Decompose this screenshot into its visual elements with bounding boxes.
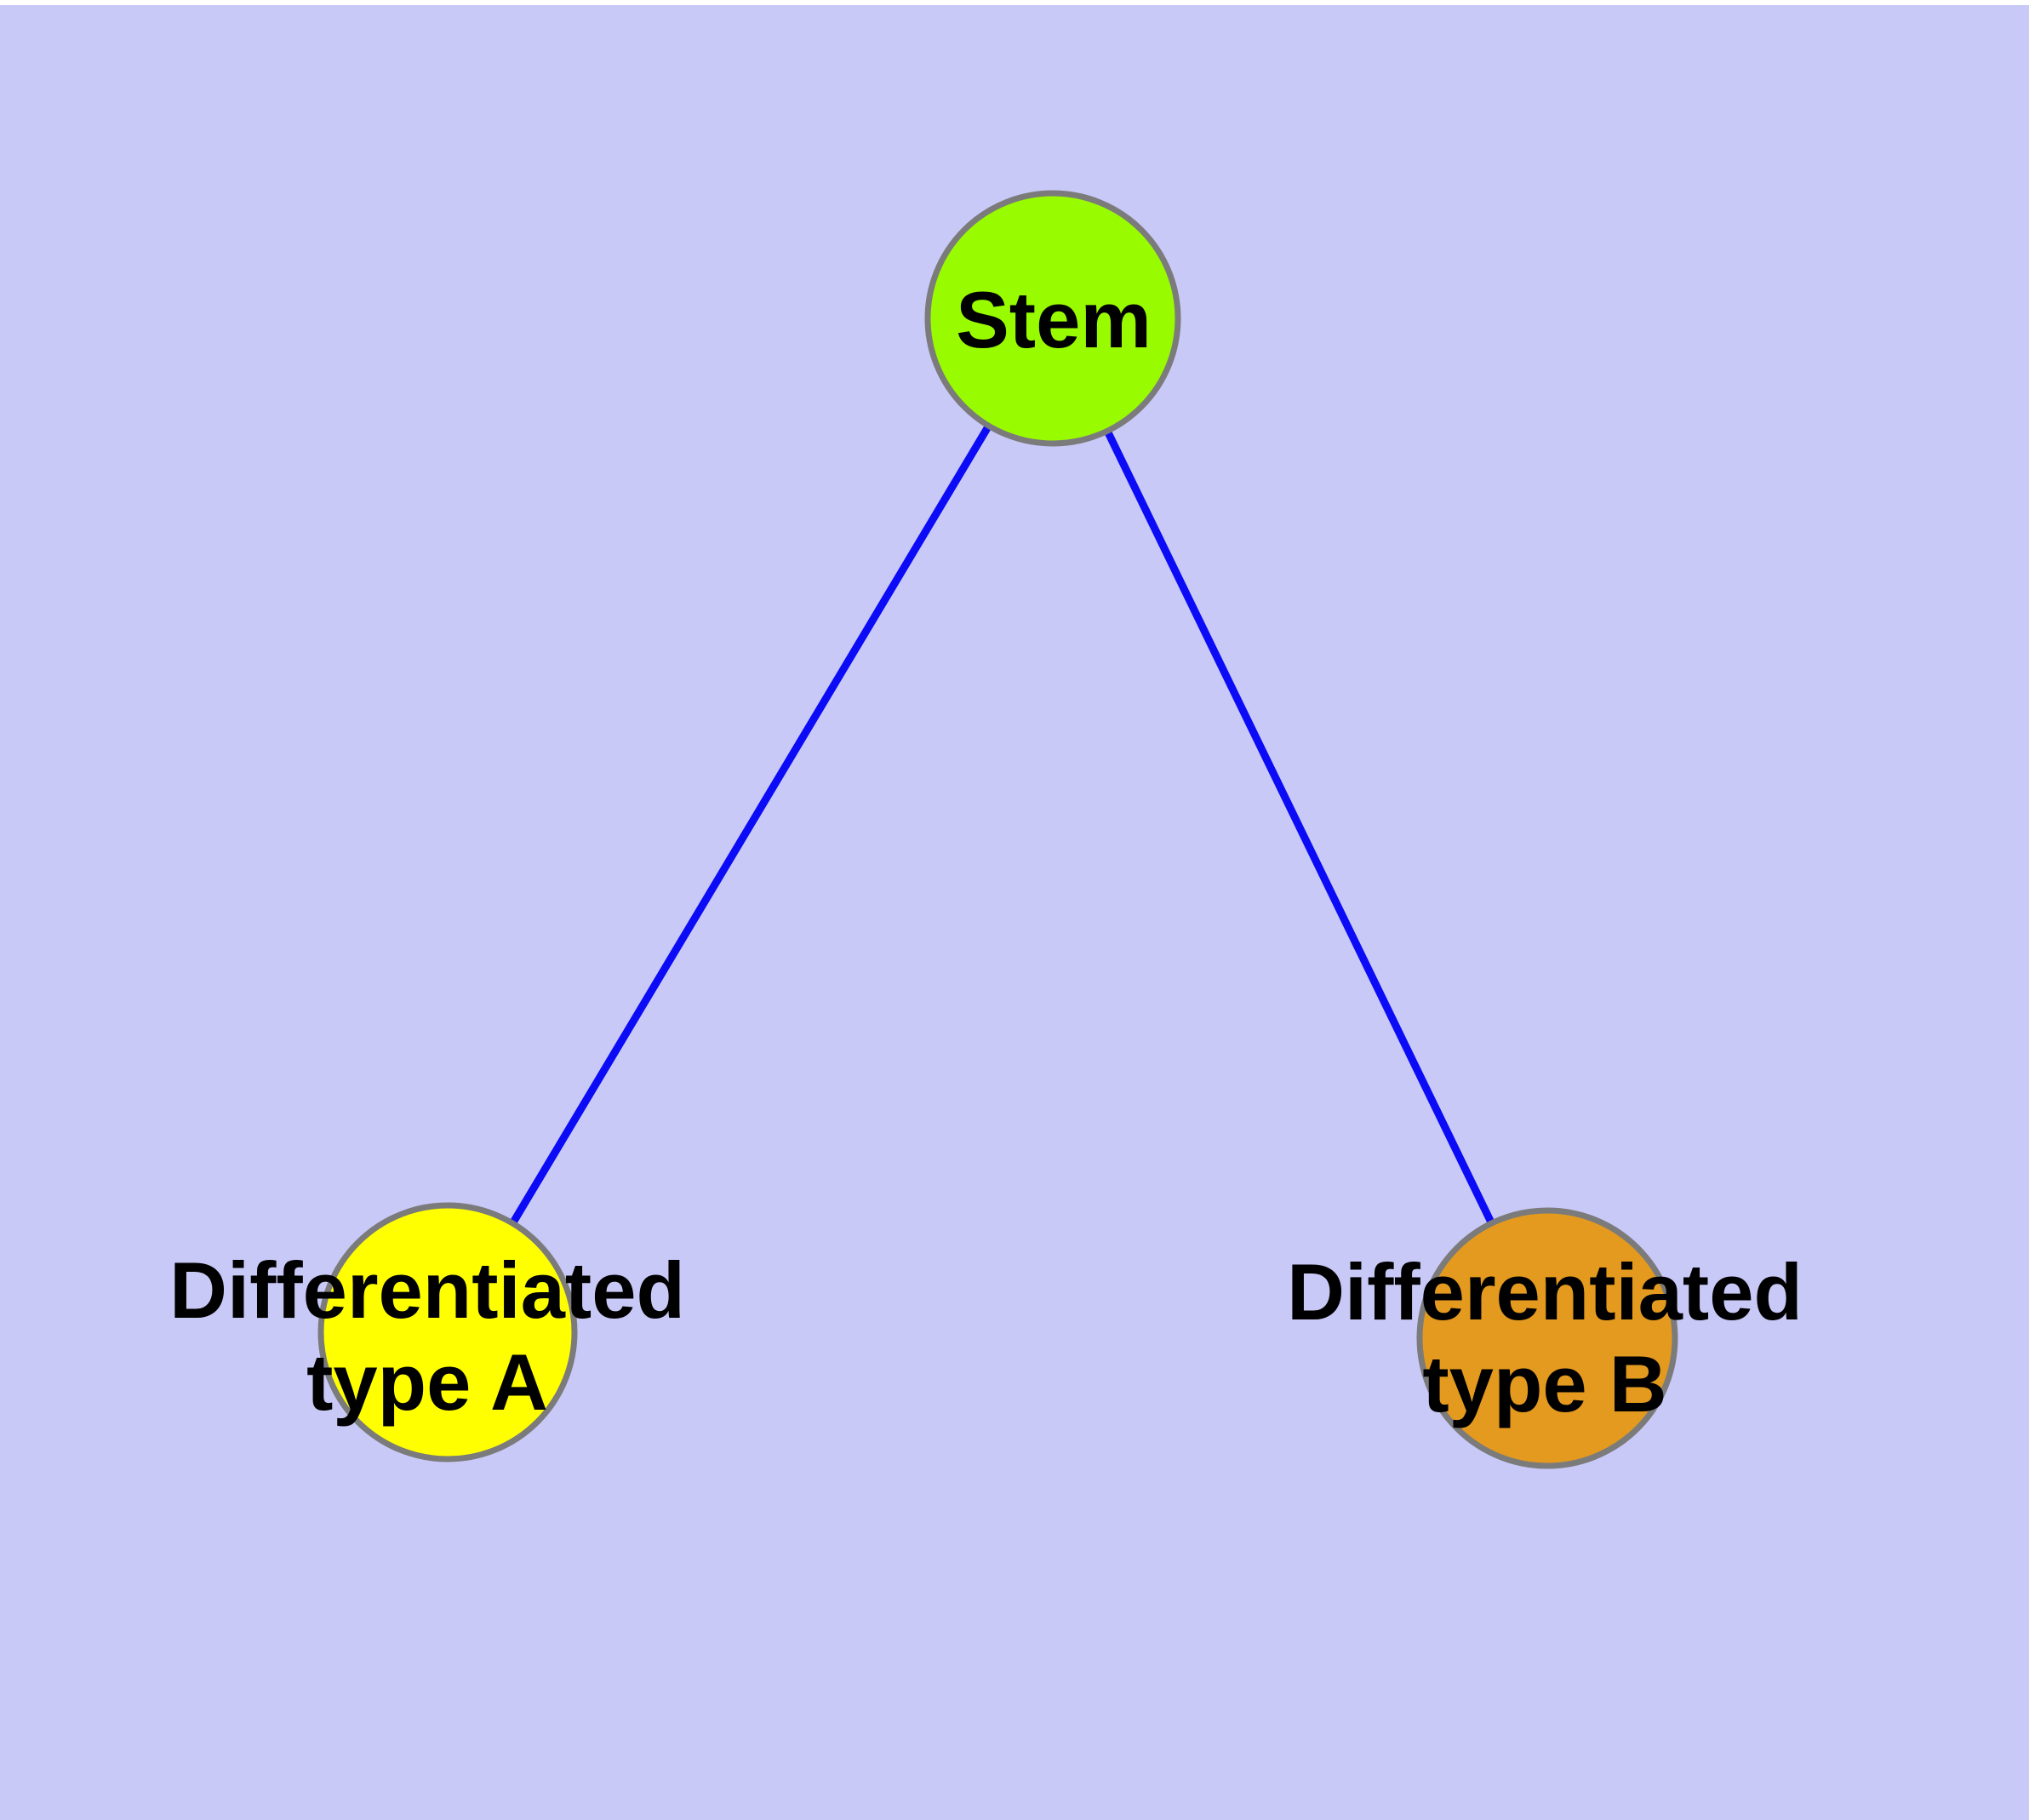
node-stem-label: Stem [956,275,1152,364]
edge-stem-to-type-b [1049,314,1552,1342]
node-differentiated-type-a-circle [317,1202,578,1462]
top-margin-strip [0,0,2029,5]
edge-stem-to-type-a [443,314,1057,1336]
node-stem-circle [924,190,1181,447]
node-differentiated-type-b-circle [1416,1207,1678,1469]
node-type-a-label-line2: type A [306,1337,548,1427]
node-type-a-label-line1: Differentiated [169,1245,685,1335]
node-type-b-label-line2: type B [1422,1339,1666,1428]
node-type-b-label-line1: Differentiated [1287,1247,1803,1336]
